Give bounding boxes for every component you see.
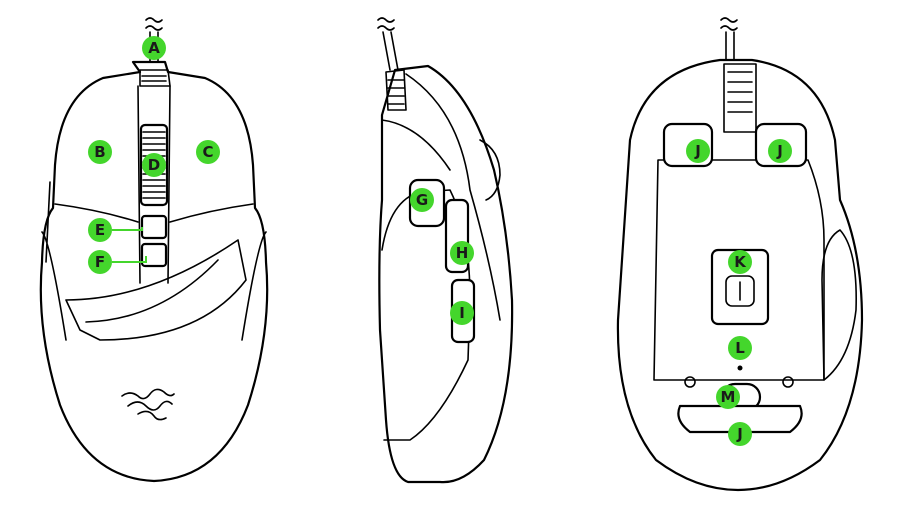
screw-icon: [684, 376, 696, 388]
svg-text:J: J: [736, 425, 743, 443]
callout-j-left: J: [686, 139, 710, 163]
svg-text:H: H: [456, 244, 469, 262]
callout-e: E: [88, 218, 112, 242]
side-view: [377, 17, 514, 484]
callout-a: A: [142, 36, 166, 60]
razer-triple-snake-logo: [121, 388, 175, 421]
callout-g: G: [410, 188, 434, 212]
callout-j-right: J: [768, 139, 792, 163]
svg-text:A: A: [148, 39, 160, 57]
led-dot: [737, 365, 743, 371]
svg-text:M: M: [721, 388, 736, 406]
svg-text:K: K: [734, 253, 747, 271]
svg-text:J: J: [776, 142, 783, 160]
callout-b: B: [88, 140, 112, 164]
svg-text:G: G: [416, 191, 428, 209]
callout-l: L: [728, 336, 752, 360]
callout-j-bottom: J: [728, 422, 752, 446]
screw-icon: [782, 376, 794, 388]
callout-k: K: [728, 250, 752, 274]
svg-text:C: C: [202, 143, 213, 161]
svg-text:I: I: [459, 304, 465, 322]
mouse-foot-bottom: [677, 404, 803, 434]
callout-h: H: [450, 241, 474, 265]
callout-f: F: [88, 250, 112, 274]
callout-c: C: [196, 140, 220, 164]
cable-icon: [377, 17, 395, 31]
dpi-up-button: [140, 214, 168, 240]
svg-text:L: L: [735, 339, 745, 357]
cable-icon: [145, 17, 163, 31]
callout-m: M: [716, 385, 740, 409]
svg-text:E: E: [95, 221, 105, 239]
svg-text:F: F: [95, 253, 105, 271]
svg-text:D: D: [148, 156, 160, 174]
cable-icon: [720, 17, 738, 31]
svg-text:B: B: [94, 143, 105, 161]
top-view: [39, 17, 269, 483]
svg-text:J: J: [694, 142, 701, 160]
dpi-down-button: [140, 242, 168, 268]
callout-d: D: [142, 153, 166, 177]
callout-i: I: [450, 301, 474, 325]
